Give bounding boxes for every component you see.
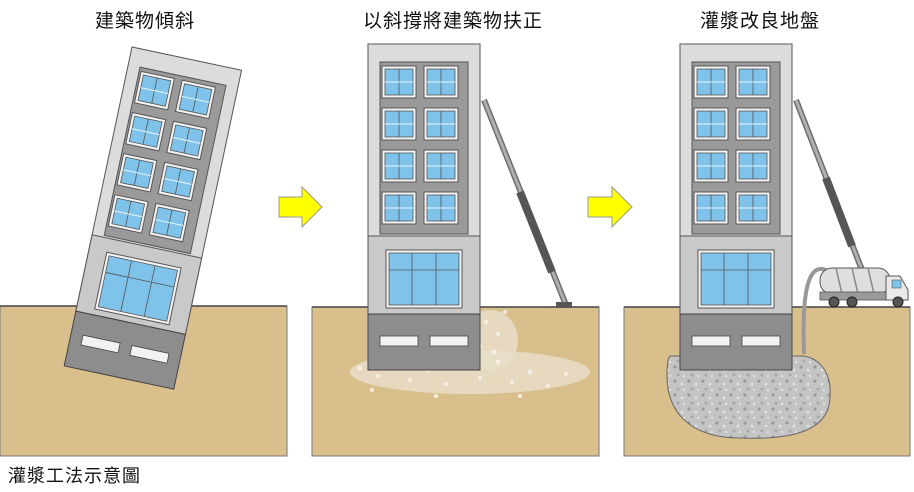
panel-title-tilted: 建築物傾斜 bbox=[94, 10, 195, 32]
upright-building bbox=[680, 44, 792, 370]
grout-hose bbox=[801, 266, 827, 355]
mixer-truck-icon bbox=[819, 267, 909, 308]
brace-strut bbox=[481, 98, 572, 308]
grout-zone bbox=[666, 355, 831, 439]
upright-building bbox=[368, 44, 480, 370]
arrow-right-icon bbox=[278, 185, 323, 229]
panel-bracing bbox=[311, 44, 600, 457]
diagram-caption: 灌漿工法示意圖 bbox=[8, 466, 141, 487]
panel-grouting bbox=[623, 44, 911, 457]
arrow-right-icon bbox=[587, 185, 633, 229]
brace-strut bbox=[793, 98, 865, 272]
panel-tilted bbox=[0, 47, 288, 457]
panel-title-grouting: 灌漿改良地盤 bbox=[699, 10, 820, 32]
panel-title-bracing: 以斜撐將建築物扶正 bbox=[362, 10, 543, 32]
